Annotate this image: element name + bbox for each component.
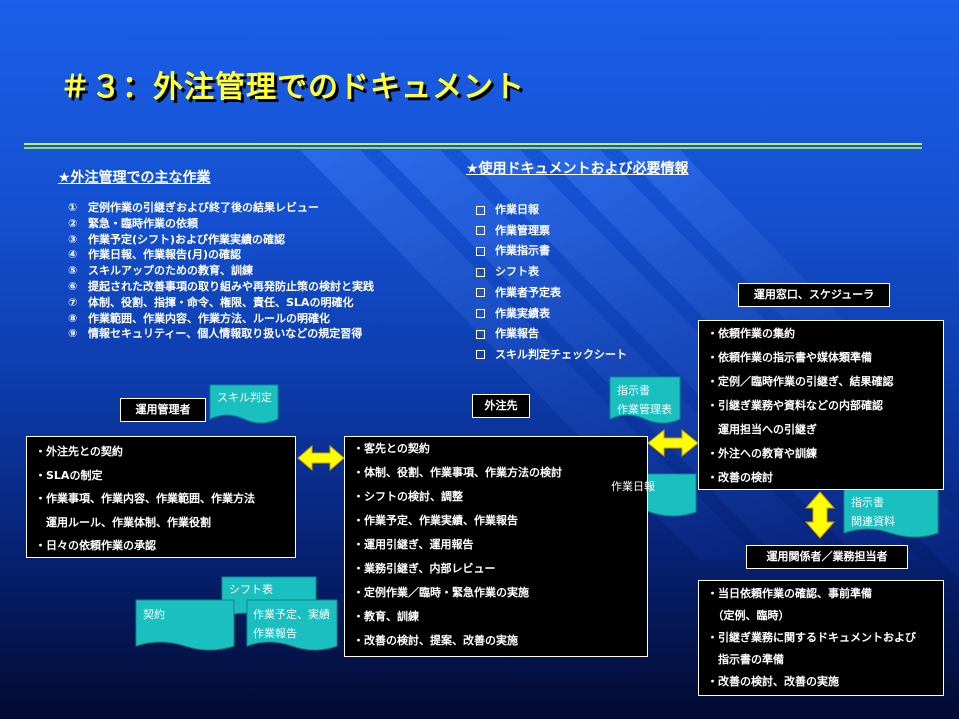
scheduler-duty: 運用担当への引継ぎ (707, 423, 817, 436)
doc-skill-shape (209, 384, 279, 424)
scheduler-duty: ・外注への教育や訓練 (707, 447, 817, 460)
scheduler-duty: ・依頼作業の指示書や媒体類準備 (707, 351, 872, 364)
doc-daily-label: 作業日報 (611, 480, 655, 493)
document-item: 作業報告 (476, 324, 627, 345)
scheduler-box: ・依頼作業の集約 ・依頼作業の指示書や媒体類準備 ・定例／臨時作業の引継ぎ、結果… (698, 320, 944, 490)
document-item: 作業者予定表 (476, 283, 627, 304)
document-item: 作業指示書 (476, 241, 627, 262)
documents-list: 作業日報 作業管理票 作業指示書 シフト表 作業者予定表 作業実績表 作業報告 … (476, 200, 627, 366)
manager-duty: ・日々の依頼作業の承認 (35, 539, 156, 552)
checkbox-icon (476, 267, 485, 277)
scheduler-duties: ・依頼作業の集約 ・依頼作業の指示書や媒体類準備 ・定例／臨時作業の引継ぎ、結果… (699, 321, 943, 496)
page-title: ＃３：外注管理でのドキュメント (60, 70, 525, 105)
contractor-duty: ・運用引継ぎ、運用報告 (353, 538, 474, 551)
contractor-duty: ・定例作業／臨時・緊急作業の実施 (353, 586, 529, 599)
manager-duty: ・SLAの制定 (35, 468, 103, 482)
staff-label: 運用関係者／業務担当者 (746, 545, 908, 569)
manager-duties: ・外注先との契約 ・SLAの制定 ・作業事項、作業内容、作業範囲、作業方法 運用… (27, 437, 295, 564)
scheduler-label: 運用窓口、スケジューラ (738, 283, 890, 307)
staff-duty: 指示書の準備 (707, 653, 784, 666)
doc-related-shape (843, 488, 939, 538)
contractor-duty: ・作業予定、作業実績、作業報告 (353, 514, 518, 527)
contractor-duty: ・教育、訓練 (353, 610, 419, 623)
checkbox-icon (476, 309, 485, 319)
manager-label: 運用管理者 (120, 398, 206, 422)
staff-duties: ・当日依頼作業の確認、事前準備 （定例、臨時） ・引継ぎ業務に関するドキュメント… (699, 581, 943, 699)
checkbox-icon (476, 246, 485, 256)
contractor-box: ・客先との契約 ・体制、役割、作業事項、作業方法の検討 ・シフトの検討、調整 ・… (344, 436, 648, 657)
contractor-duty: ・改善の検討、提案、改善の実施 (353, 634, 518, 647)
document-item: スキル判定チェックシート (476, 345, 627, 366)
scheduler-duty: ・改善の検討 (707, 471, 773, 484)
staff-duty: （定例、臨時） (707, 609, 790, 622)
contractor-duty: ・体制、役割、作業事項、作業方法の検討 (353, 466, 562, 479)
staff-box: ・当日依頼作業の確認、事前準備 （定例、臨時） ・引継ぎ業務に関するドキュメント… (698, 580, 944, 696)
divider-top (24, 143, 922, 145)
doc-plan-shape (246, 599, 338, 651)
staff-duty: ・改善の検討、改善の実施 (707, 675, 839, 688)
contractor-duty: ・客先との契約 (353, 442, 430, 455)
contractor-label: 外注先 (472, 394, 530, 418)
manager-duty: 運用ルール、作業体制、作業役割 (35, 515, 211, 529)
tasks-heading: ★外注管理での主な作業 (58, 170, 211, 186)
doc-instruction-shape (609, 376, 681, 424)
document-item: 作業管理票 (476, 221, 627, 242)
doc-related-label: 指示書関連資料 (851, 496, 895, 528)
staff-duty: ・当日依頼作業の確認、事前準備 (707, 587, 872, 600)
document-item: 作業日報 (476, 200, 627, 221)
checkbox-icon (476, 329, 485, 339)
manager-duty: ・外注先との契約 (35, 445, 123, 458)
divider-bottom (24, 147, 922, 149)
scheduler-duty: ・定例／臨時作業の引継ぎ、結果確認 (707, 375, 894, 388)
double-arrow-manager-contractor (297, 444, 345, 472)
scheduler-duty: ・依頼作業の集約 (707, 327, 795, 340)
checkbox-icon (476, 288, 485, 298)
staff-duty: ・引継ぎ業務に関するドキュメントおよび (707, 631, 916, 644)
document-shapes (135, 376, 939, 651)
doc-skill-label: スキル判定 (217, 391, 272, 404)
doc-contract-label: 契約 (143, 608, 165, 621)
documents-heading: ★使用ドキュメントおよび必要情報 (466, 161, 689, 177)
document-item: 作業実績表 (476, 304, 627, 325)
double-arrow-scheduler-staff (804, 491, 836, 539)
doc-plan-label: 作業予定、実績作業報告 (253, 608, 330, 640)
manager-duty: ・作業事項、作業内容、作業範囲、作業方法 (35, 492, 255, 505)
contractor-duty: ・シフトの検討、調整 (353, 490, 463, 503)
manager-box: ・外注先との契約 ・SLAの制定 ・作業事項、作業内容、作業範囲、作業方法 運用… (26, 436, 296, 558)
doc-shift-label: シフト表 (229, 583, 273, 596)
checkbox-icon (476, 350, 485, 360)
contractor-duty: ・業務引継ぎ、内部レビュー (353, 562, 496, 575)
document-item: シフト表 (476, 262, 627, 283)
contractor-duties: ・客先との契約 ・体制、役割、作業事項、作業方法の検討 ・シフトの検討、調整 ・… (345, 437, 647, 659)
checkbox-icon (476, 226, 485, 236)
doc-instruction-label: 指示書作業管理表 (617, 384, 672, 416)
doc-contract-shape (135, 599, 235, 651)
checkbox-icon (476, 205, 485, 215)
scheduler-duty: ・引継ぎ業務や資料などの内部確認 (707, 399, 883, 412)
